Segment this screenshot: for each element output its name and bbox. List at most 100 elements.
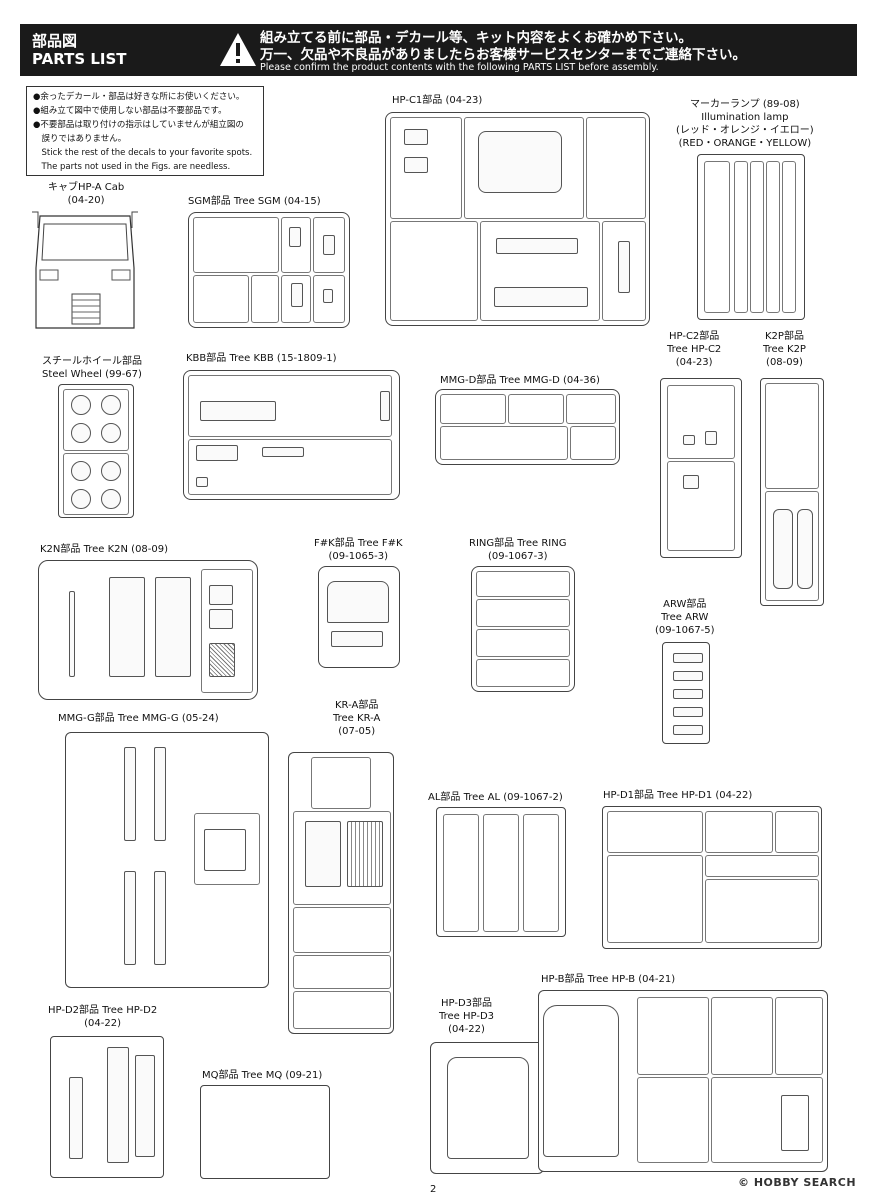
- note-line: ●余ったデカール・部品は好きな所にお使いください。: [33, 92, 245, 102]
- tree-part: [673, 671, 703, 681]
- tree-frame-kra: [288, 752, 394, 1034]
- tree-cell: [765, 383, 819, 489]
- tree-label-arw: ARW部品 Tree ARW (09-1067-5): [655, 599, 715, 636]
- tree-cell: [281, 275, 311, 323]
- tree-cell: [566, 394, 616, 424]
- tree-cell: [313, 217, 345, 273]
- tree-part: [289, 227, 301, 247]
- tree-part: [496, 238, 578, 254]
- tree-part: [135, 1055, 155, 1157]
- tree-cell: [667, 385, 735, 459]
- tree-part: [543, 1005, 619, 1157]
- tree-part: [404, 157, 428, 173]
- tree-cell: [440, 394, 506, 424]
- tree-part: [781, 1095, 809, 1151]
- tree-part: [209, 643, 235, 677]
- tree-part: [124, 871, 136, 965]
- note-line: ●不要部品は取り付けの指示はしていませんが組立図の: [33, 120, 244, 130]
- tree-part: [478, 131, 562, 193]
- tree-part: [155, 577, 191, 677]
- tree-frame-kbb: [183, 370, 400, 500]
- page-number: 2: [430, 1184, 437, 1195]
- tree-label-sgm: SGM部品 Tree SGM (04-15): [188, 196, 321, 207]
- tree-cell: [705, 811, 773, 853]
- tree-cell: [782, 161, 796, 313]
- tree-label-fk: F#K部品 Tree F#K (09-1065-3): [314, 538, 403, 562]
- tree-cell: [311, 757, 371, 809]
- tree-cell: [766, 161, 780, 313]
- tree-part: [673, 689, 703, 699]
- tree-label-k2n: K2N部品 Tree K2N (08-09): [40, 544, 169, 555]
- tree-label-hpc2: HP-C2部品 Tree HP-C2 (04-23): [667, 331, 722, 368]
- tree-label-al: AL部品 Tree AL (09-1067-2): [428, 792, 563, 803]
- wheel-part: [71, 395, 91, 415]
- tree-cell: [293, 811, 391, 905]
- wheel-part: [101, 461, 121, 481]
- wheel-part: [101, 423, 121, 443]
- tree-part: [262, 447, 304, 457]
- tree-cell: [711, 997, 773, 1075]
- tree-cell: [464, 117, 584, 219]
- tree-cell: [775, 811, 819, 853]
- note-line: The parts not used in the Figs. are need…: [33, 162, 231, 172]
- tree-frame-hpc1: [385, 112, 650, 326]
- tree-part: [209, 585, 233, 605]
- tree-part: [291, 283, 303, 307]
- tree-part: [204, 829, 246, 871]
- tree-cell: [508, 394, 564, 424]
- tree-cell: [63, 453, 129, 515]
- tree-cell: [188, 439, 392, 495]
- tree-cell: [775, 997, 823, 1075]
- tree-part: [196, 477, 208, 487]
- tree-label-hpc1: HP-C1部品 (04-23): [392, 95, 483, 106]
- tree-cell: [705, 879, 819, 943]
- tree-cell: [570, 426, 616, 460]
- tree-cell: [443, 814, 479, 932]
- tree-cell: [607, 855, 703, 943]
- tree-cell: [765, 491, 819, 601]
- wheel-part: [71, 489, 91, 509]
- tree-label-steel: スチールホイール部品 Steel Wheel (99-67): [42, 356, 142, 380]
- tree-cell: [476, 599, 570, 627]
- tree-part: [683, 435, 695, 445]
- tree-frame-hpc2: [660, 378, 742, 558]
- tree-cell: [193, 217, 279, 273]
- tree-frame-hpd2: [50, 1036, 164, 1178]
- wheel-part: [101, 489, 121, 509]
- tree-part: [323, 289, 333, 303]
- wheel-part: [71, 461, 91, 481]
- tree-cell: [750, 161, 764, 313]
- tree-frame-mmgd: [435, 389, 620, 465]
- tree-cell: [188, 375, 392, 437]
- header-line-2: 万一、欠品や不良品がありましたらお客様サービスセンターまでご連絡下さい。: [260, 47, 746, 63]
- tree-frame-k2p: [760, 378, 824, 606]
- tree-part: [773, 509, 793, 589]
- tree-frame-arw: [662, 642, 710, 744]
- header-line-3: Please confirm the product contents with…: [260, 62, 659, 73]
- tree-part: [154, 871, 166, 965]
- tree-frame-hpb: [538, 990, 828, 1172]
- tree-cell: [63, 389, 129, 451]
- tree-label-kbb: KBB部品 Tree KBB (15-1809-1): [186, 353, 337, 364]
- tree-label-hpd3: HP-D3部品 Tree HP-D3 (04-22): [439, 998, 495, 1035]
- tree-part: [797, 509, 813, 589]
- tree-cell: [711, 1077, 823, 1163]
- wheel-part: [71, 423, 91, 443]
- tree-frame-mq: [200, 1085, 330, 1179]
- header-title-block: 部品図 PARTS LIST: [20, 24, 210, 76]
- warning-icon: [220, 33, 256, 66]
- tree-label-ring: RING部品 Tree RING (09-1067-3): [469, 538, 567, 562]
- cab-drawing: [32, 211, 138, 329]
- tree-cell: [390, 117, 462, 219]
- tree-cell: [704, 161, 730, 313]
- tree-part: [673, 725, 703, 735]
- tree-cell: [201, 569, 253, 693]
- tree-cell: [293, 907, 391, 953]
- tree-part: [107, 1047, 129, 1163]
- tree-cell: [523, 814, 559, 932]
- tree-cell: [637, 1077, 709, 1163]
- notes-box: ●余ったデカール・部品は好きな所にお使いください。 ●組み立て図中で使用しない部…: [26, 86, 264, 176]
- tree-cell: [586, 117, 646, 219]
- tree-frame-mmgg: [65, 732, 269, 988]
- tree-part: [209, 609, 233, 629]
